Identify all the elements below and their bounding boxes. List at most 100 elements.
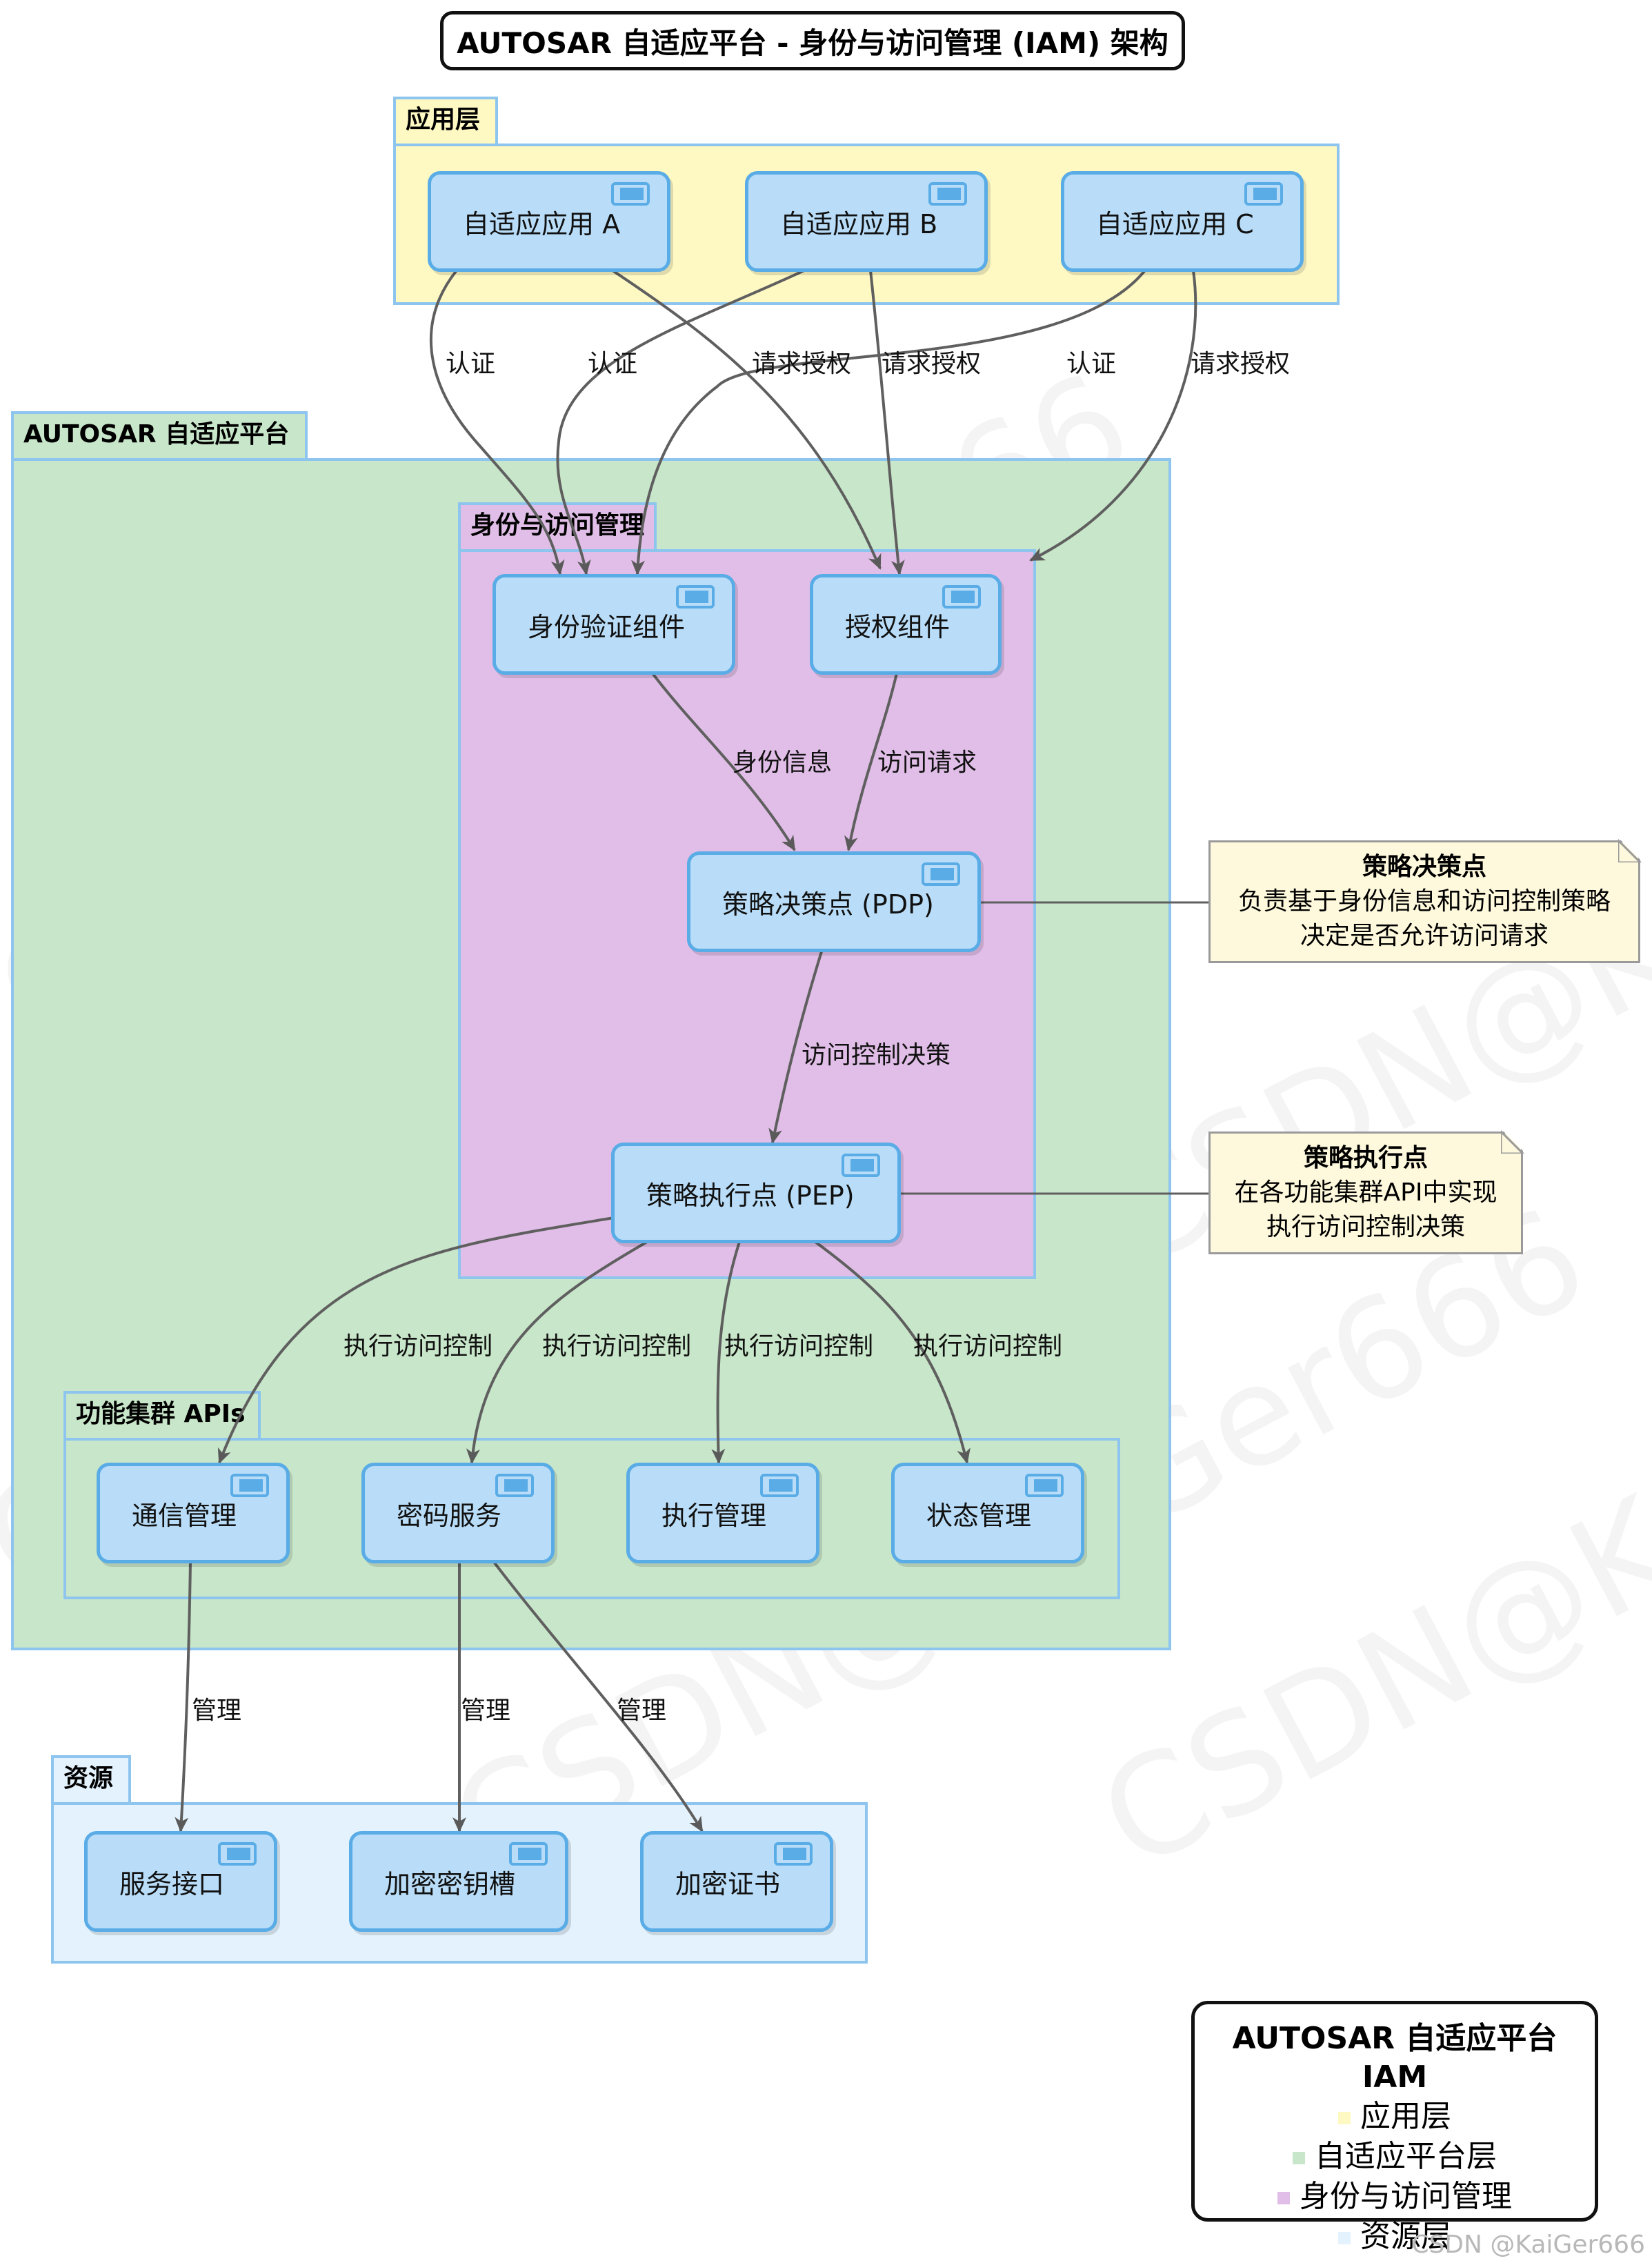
component-icon — [218, 1842, 257, 1866]
edge-app-b-authz — [869, 270, 905, 575]
edge-label-auth: 认证 — [588, 350, 638, 378]
component-label: 策略决策点 (PDP) — [722, 889, 934, 920]
component-label: 自适应应用 C — [1096, 208, 1254, 239]
component-icon — [1025, 1474, 1064, 1497]
edge-label-ac-decision: 访问控制决策 — [802, 1041, 951, 1069]
note-title: 策略决策点 — [1362, 853, 1486, 881]
component-app-c[interactable]: 自适应应用 C — [1061, 171, 1304, 272]
edge-label-request-authz: 请求授权 — [752, 350, 852, 378]
package-tab-iam: 身份与访问管理 — [458, 502, 657, 551]
legend: AUTOSAR 自适应平台 IAM 应用层 自适应平台层 身份与访问管理 资源层 — [1191, 2001, 1598, 2254]
component-exec-mgmt[interactable]: 执行管理 — [626, 1463, 819, 1563]
edge-label-manage: 管理 — [617, 1697, 667, 1725]
edge-pep-state — [814, 1241, 971, 1464]
edge-label-manage: 管理 — [192, 1697, 242, 1725]
edge-app-c-authn — [631, 269, 1146, 575]
component-pep[interactable]: 策略执行点 (PEP) — [611, 1143, 901, 1243]
package-tab-fc-apis: 功能集群 APIs — [63, 1391, 261, 1439]
package-tab-app-layer: 应用层 — [393, 97, 498, 145]
edge-authn-pdp — [651, 672, 796, 851]
component-label: 身份验证组件 — [528, 611, 686, 642]
component-icon — [676, 585, 715, 609]
package-tab-resources: 资源 — [51, 1755, 131, 1804]
edge-label-enforce: 执行访问控制 — [724, 1332, 874, 1361]
component-icon — [1244, 182, 1283, 206]
component-icon — [774, 1842, 813, 1866]
edge-pep-comm — [217, 1216, 615, 1464]
component-label: 状态管理 — [926, 1500, 1032, 1531]
edge-label-request-authz: 请求授权 — [1191, 350, 1291, 378]
component-comm-mgmt[interactable]: 通信管理 — [97, 1463, 290, 1563]
edge-label-enforce: 执行访问控制 — [542, 1332, 692, 1361]
edge-authz-pdp — [844, 673, 898, 851]
component-label: 策略执行点 (PEP) — [646, 1180, 855, 1211]
legend-swatch — [1277, 2192, 1290, 2204]
edge-label-enforce: 执行访问控制 — [913, 1332, 1063, 1361]
edge-label-access-request: 访问请求 — [877, 749, 977, 777]
note-fold-pep — [1501, 1130, 1524, 1154]
note-line: 决定是否允许访问请求 — [1300, 922, 1549, 950]
diagram-title: AUTOSAR 自适应平台 - 身份与访问管理 (IAM) 架构 — [440, 11, 1185, 70]
legend-item: 应用层 — [1195, 2097, 1595, 2137]
component-crypto-service[interactable]: 密码服务 — [361, 1463, 555, 1563]
edge-pdp-pep — [768, 949, 824, 1144]
component-certificate[interactable]: 加密证书 — [640, 1831, 833, 1932]
legend-item: 身份与访问管理 — [1195, 2177, 1595, 2217]
component-icon — [922, 862, 960, 886]
component-label: 密码服务 — [397, 1500, 502, 1531]
component-label: 自适应应用 B — [780, 208, 938, 239]
legend-swatch — [1338, 2112, 1351, 2124]
edge-label-manage: 管理 — [461, 1697, 511, 1725]
legend-item: 自适应平台层 — [1195, 2137, 1595, 2177]
legend-label: 身份与访问管理 — [1300, 2179, 1512, 2214]
component-service-interface[interactable]: 服务接口 — [84, 1831, 277, 1932]
component-icon — [942, 585, 981, 609]
component-icon — [611, 182, 650, 206]
edge-label-auth: 认证 — [446, 350, 496, 378]
legend-title: AUTOSAR 自适应平台 IAM — [1232, 2021, 1558, 2095]
legend-label: 自适应平台层 — [1315, 2139, 1497, 2174]
component-label: 服务接口 — [119, 1868, 225, 1899]
component-label: 通信管理 — [132, 1500, 237, 1531]
legend-swatch — [1293, 2152, 1305, 2164]
edge-crypto-cert — [492, 1561, 704, 1832]
edge-label-request-authz: 请求授权 — [882, 350, 982, 378]
note-line: 执行访问控制决策 — [1266, 1213, 1465, 1241]
edge-pep-crypto — [466, 1241, 648, 1464]
package-tab-platform: AUTOSAR 自适应平台 — [11, 411, 308, 459]
component-state-mgmt[interactable]: 状态管理 — [891, 1463, 1084, 1563]
component-key-slot[interactable]: 加密密钥槽 — [349, 1831, 568, 1932]
component-authn[interactable]: 身份验证组件 — [492, 574, 735, 675]
edge-pep-exec — [711, 1241, 741, 1464]
legend-label: 资源层 — [1360, 2219, 1451, 2254]
credit-text: CSDN @KaiGer666 — [1411, 2231, 1645, 2259]
note-title: 策略执行点 — [1303, 1144, 1428, 1172]
component-app-a[interactable]: 自适应应用 A — [428, 171, 670, 272]
edge-comm-service-if — [175, 1561, 192, 1832]
legend-item: 资源层 — [1195, 2217, 1595, 2257]
component-label: 加密密钥槽 — [384, 1868, 516, 1899]
legend-swatch — [1338, 2232, 1351, 2244]
component-pdp[interactable]: 策略决策点 (PDP) — [687, 851, 981, 952]
note-fold-pdp — [1618, 839, 1642, 862]
component-icon — [842, 1154, 880, 1177]
component-label: 加密证书 — [675, 1868, 781, 1899]
component-icon — [495, 1474, 534, 1497]
edge-app-b-authn — [556, 269, 805, 575]
edge-label-auth: 认证 — [1066, 350, 1117, 378]
component-icon — [760, 1474, 799, 1497]
note-line: 负责基于身份信息和访问控制策略 — [1237, 887, 1611, 916]
edge-label-identity-info: 身份信息 — [733, 749, 833, 777]
edge-app-c-authz — [1029, 270, 1197, 562]
edge-app-a-authn — [429, 269, 565, 575]
legend-label: 应用层 — [1360, 2099, 1451, 2134]
component-authz[interactable]: 授权组件 — [810, 574, 1002, 675]
component-label: 自适应应用 A — [463, 208, 621, 239]
component-icon — [230, 1474, 269, 1497]
note-line: 在各功能集群API中实现 — [1234, 1178, 1497, 1207]
note-pdp: 策略决策点 负责基于身份信息和访问控制策略 决定是否允许访问请求 — [1208, 840, 1640, 963]
component-icon — [509, 1842, 548, 1866]
component-label: 执行管理 — [661, 1500, 767, 1531]
component-app-b[interactable]: 自适应应用 B — [745, 171, 988, 272]
